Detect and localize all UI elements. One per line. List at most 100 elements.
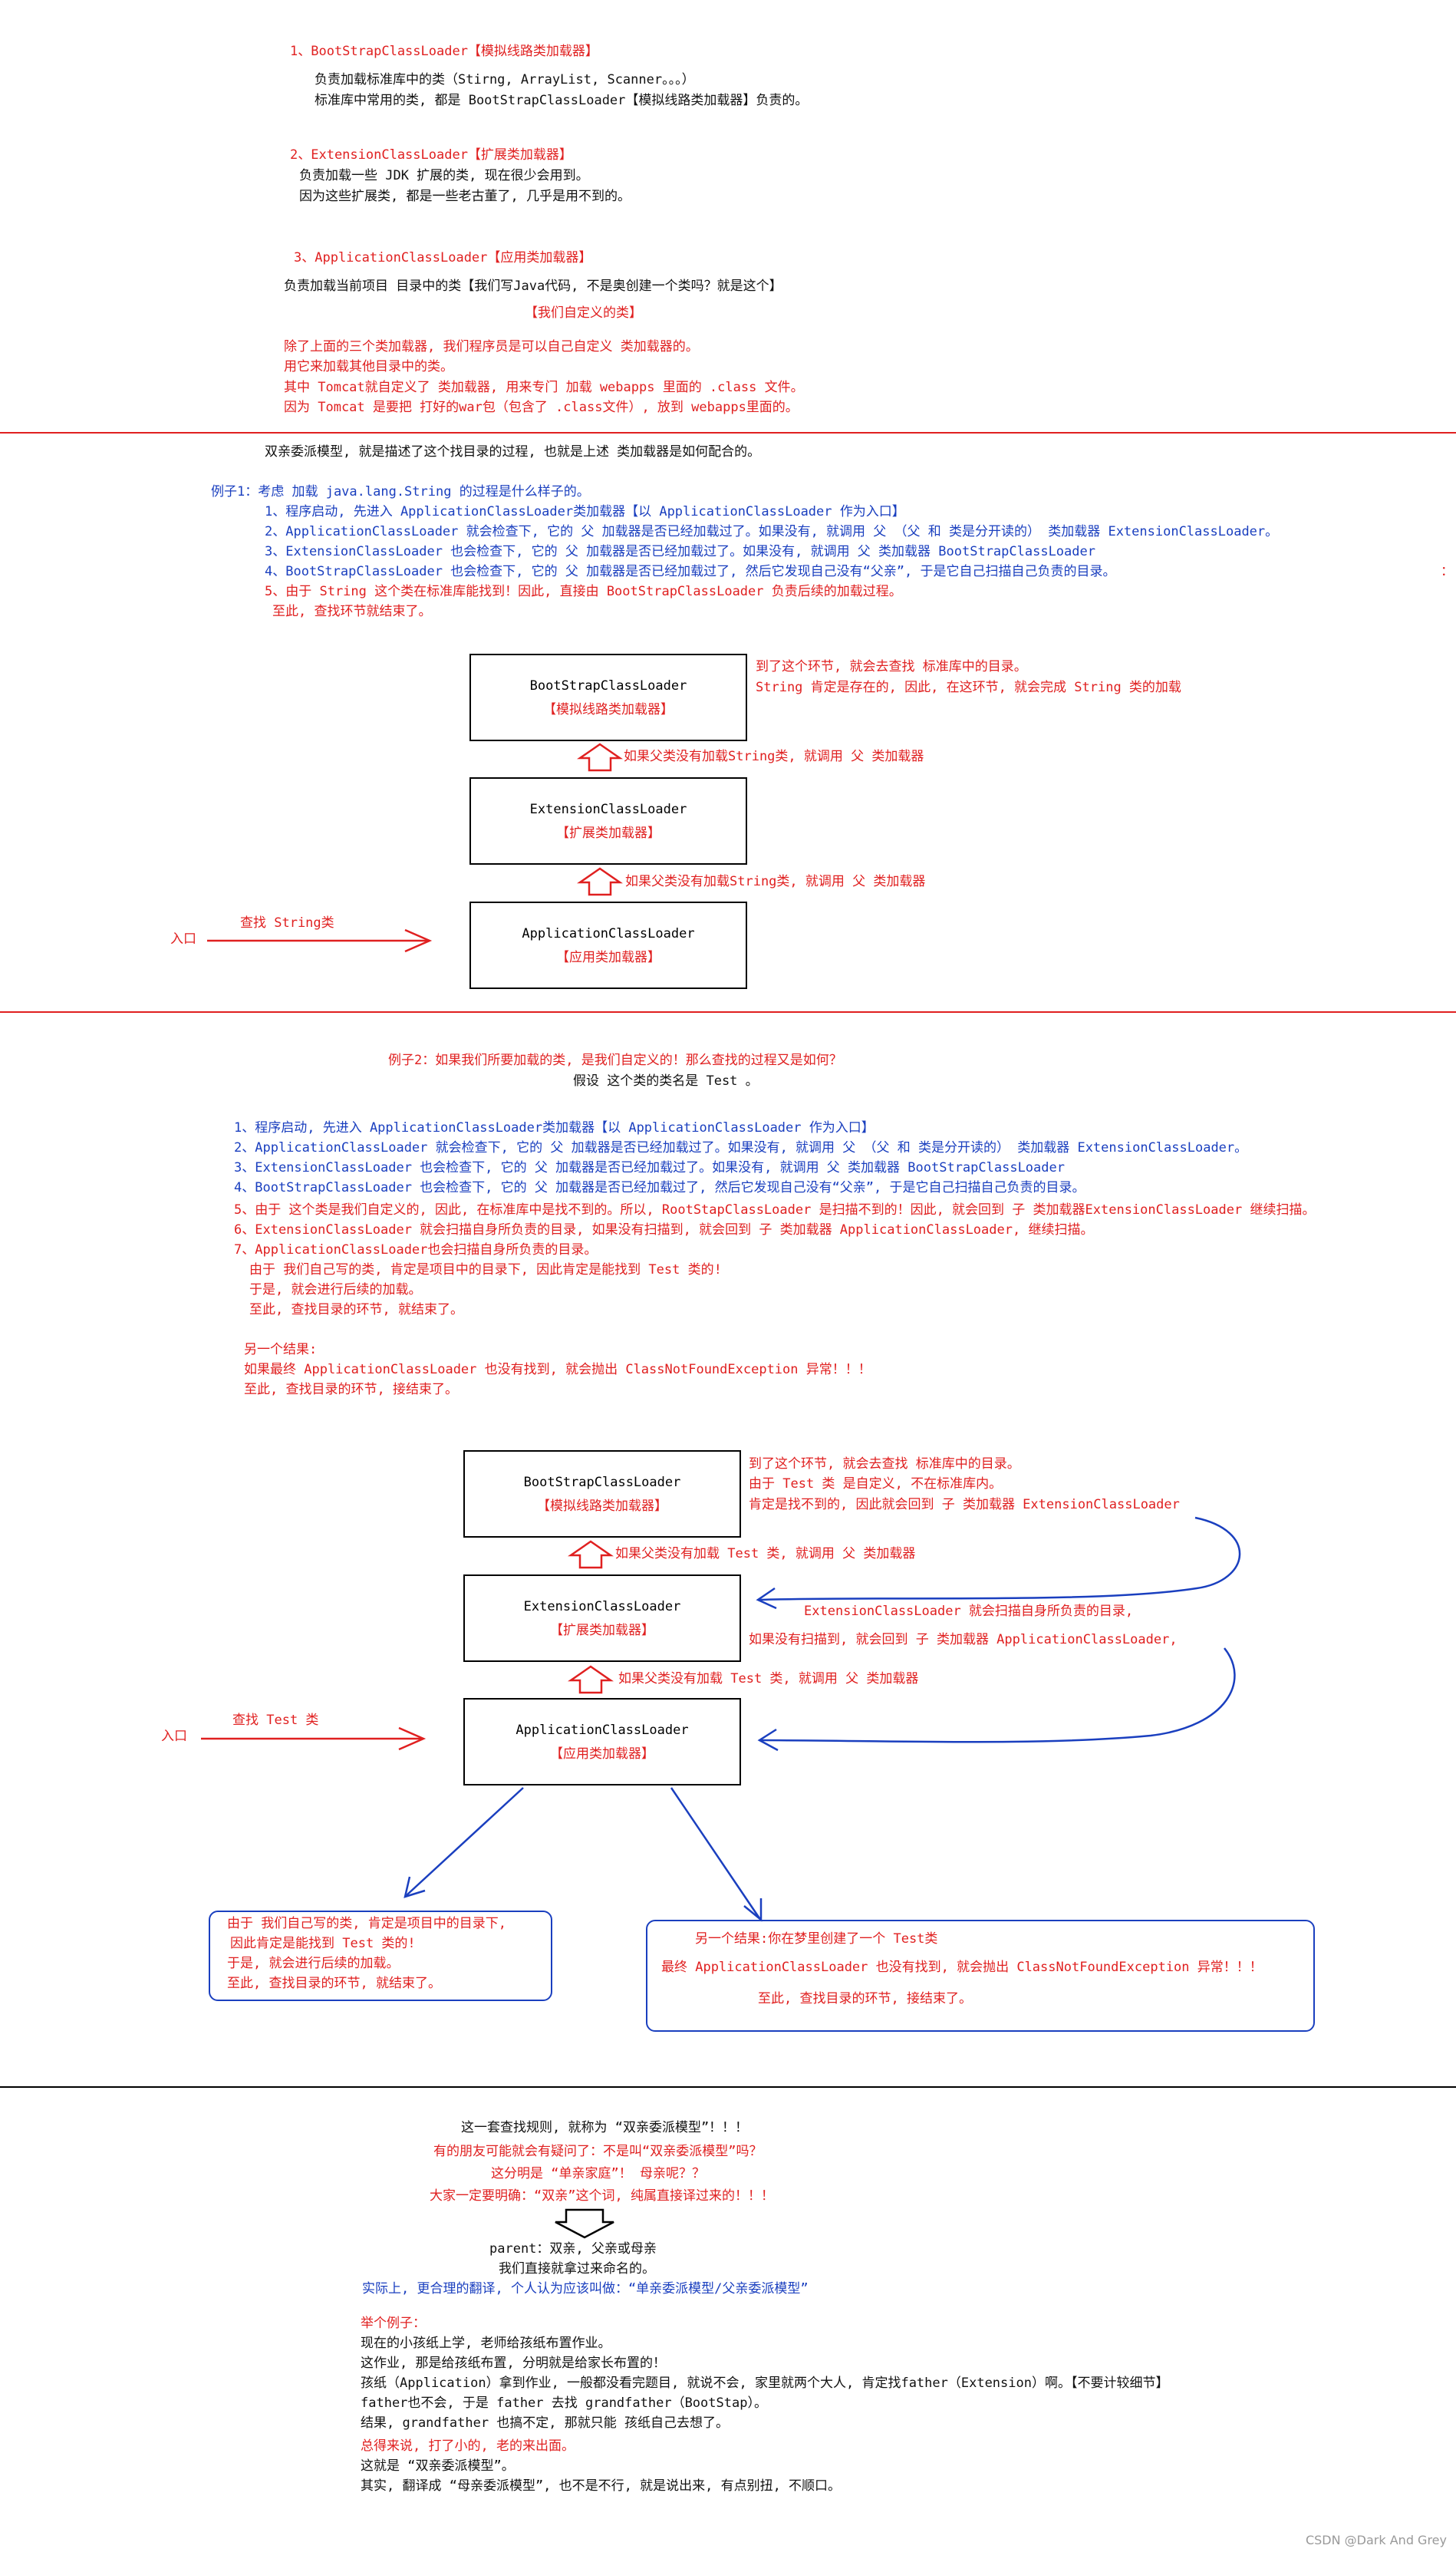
ex2-application-box: ApplicationClassLoader 【应用类加载器】	[463, 1698, 741, 1785]
branch-right-head	[743, 1898, 763, 1922]
ex2-step-7: 7、ApplicationClassLoader也会扫描自身所负责的目录。	[234, 1242, 598, 1258]
ex1-step-5: 5、由于 String 这个类在标准库能找到！因此, 直接由 BootStrap…	[265, 584, 902, 599]
ex1-extension-cn: 【扩展类加载器】	[556, 826, 660, 841]
analogy-10: 这作业, 那是给孩纸布置, 分明就是给家长布置的！	[361, 2356, 666, 2371]
ex2-step-5: 5、由于 这个类是我们自定义的, 因此, 在标准库中是找不到的。所以, Root…	[234, 1202, 1316, 1218]
branch-left	[406, 1787, 524, 1896]
ex1-note-2: String 肯定是存在的, 因此, 在这环节, 就会完成 String 类的加…	[756, 680, 1181, 695]
custom-loader-2: 用它来加载其他目录中的类。	[284, 359, 453, 374]
return-curve-2	[759, 1647, 1236, 1743]
ex1-find-label: 查找 String类	[240, 915, 334, 931]
analogy-6: 我们直接就拿过来命名的。	[499, 2261, 655, 2277]
notfound-result-3: 至此, 查找目录的环节, 接结束了。	[758, 1991, 972, 2006]
analogy-11: 孩纸（Application）拿到作业, 一般都没看完题目, 就说不会, 家里就…	[361, 2376, 1169, 2391]
ex2-note-5: 如果没有扫描到, 就会回到 子 类加载器 ApplicationClassLoa…	[749, 1632, 1178, 1647]
ex2-extension-name: ExtensionClassLoader	[523, 1599, 681, 1614]
bootstrap-desc-2: 标准库中常用的类, 都是 BootStrapClassLoader【模拟线路类加…	[315, 93, 809, 108]
return-curve-1	[759, 1516, 1241, 1601]
ex2-step-1: 1、程序启动, 先进入 ApplicationClassLoader类加载器【以…	[234, 1120, 875, 1136]
ex2-extension-box: ExtensionClassLoader 【扩展类加载器】	[463, 1574, 741, 1662]
bootstrap-desc-1: 负责加载标准库中的类（Stirng, ArrayList, Scanner。。。…	[315, 72, 695, 87]
divider-1	[0, 432, 1456, 434]
custom-loader-1: 除了上面的三个类加载器, 我们程序员是可以自己自定义 类加载器的。	[284, 339, 699, 354]
ex2-bootstrap-cn: 【模拟线路类加载器】	[537, 1499, 667, 1514]
custom-loader-3: 其中 Tomcat就自定义了 类加载器, 用来专门 加载 webapps 里面的…	[284, 380, 804, 395]
notfound-result-box	[646, 1920, 1315, 2032]
ex1-entry-label: 入口	[170, 931, 196, 947]
ex2-bootstrap-box: BootStrapClassLoader 【模拟线路类加载器】	[463, 1450, 741, 1538]
ex2-step-9: 于是, 就会进行后续的加载。	[249, 1282, 422, 1297]
analogy-4: 大家一定要明确：“双亲”这个词, 纯属直接译过来的！！！	[430, 2188, 774, 2204]
custom-loader-4: 因为 Tomcat 是要把 打好的war包（包含了 .class文件）, 放到 …	[284, 400, 799, 415]
analogy-13: 结果, grandfather 也搞不定, 那就只能 孩纸自己去想了。	[361, 2415, 729, 2431]
model-intro: 双亲委派模型, 就是描述了这个找目录的过程, 也就是上述 类加载器是如何配合的。	[265, 444, 761, 460]
down-arrow	[555, 2208, 614, 2239]
extension-desc-2: 因为这些扩展类, 都是一些老古董了, 几乎是用不到的。	[299, 189, 631, 204]
ex2-step-10: 至此, 查找目录的环节, 就结束了。	[249, 1302, 463, 1317]
watermark: CSDN @Dark And Grey	[1305, 2533, 1447, 2547]
ex1-extension-name: ExtensionClassLoader	[529, 802, 687, 817]
example2-subtitle: 假设 这个类的类名是 Test 。	[573, 1073, 759, 1089]
found-result-2: 因此肯定是能找到 Test 类的!	[230, 1936, 416, 1951]
analogy-14: 总得来说, 打了小的, 老的来出面。	[361, 2438, 575, 2454]
ex2-application-cn: 【应用类加载器】	[550, 1746, 654, 1762]
found-result-3: 于是, 就会进行后续的加载。	[227, 1956, 400, 1971]
branch-right	[670, 1787, 761, 1919]
ex1-bootstrap-name: BootStrapClassLoader	[529, 678, 687, 694]
analogy-16: 其实, 翻译成 “母亲委派模型”, 也不是不行, 就是说出来, 有点别扭, 不顺…	[361, 2478, 842, 2494]
extension-desc-1: 负责加载一些 JDK 扩展的类, 现在很少会用到。	[299, 168, 589, 183]
application-desc-2: 【我们自定义的类】	[525, 305, 642, 321]
analogy-7: 实际上, 更合理的翻译, 个人认为应该叫做：“单亲委派模型/父亲委派模型”	[362, 2281, 809, 2296]
ex2-note-1: 到了这个环节, 就会去查找 标准库中的目录。	[749, 1456, 1020, 1472]
ex1-application-cn: 【应用类加载器】	[556, 950, 660, 965]
notfound-result-1: 另一个结果:你在梦里创建了一个 Test类	[695, 1931, 938, 1947]
ex2-up-label-1: 如果父类没有加载 Test 类, 就调用 父 类加载器	[615, 1546, 916, 1561]
ex2-step-2: 2、ApplicationClassLoader 就会检查下, 它的 父 加载器…	[234, 1140, 1248, 1156]
ex1-up-label-2: 如果父类没有加载String类, 就调用 父 类加载器	[625, 874, 926, 889]
ex2-step-3: 3、ExtensionClassLoader 也会检查下, 它的 父 加载器是否…	[234, 1160, 1065, 1175]
ex1-step-2: 2、ApplicationClassLoader 就会检查下, 它的 父 加载器…	[265, 524, 1279, 539]
divider-2	[0, 1011, 1456, 1013]
analogy-12: father也不会, 于是 father 去找 grandfather（Boot…	[361, 2395, 767, 2411]
ex2-entry-label: 入口	[161, 1729, 187, 1744]
ex1-up-arrow-2	[576, 867, 624, 896]
ex1-step-3: 3、ExtensionClassLoader 也会检查下, 它的 父 加载器是否…	[265, 544, 1095, 559]
ex1-bootstrap-cn: 【模拟线路类加载器】	[543, 702, 674, 717]
ex2-note-3: 肯定是找不到的, 因此就会回到 子 类加载器 ExtensionClassLoa…	[749, 1497, 1180, 1512]
analogy-1: 这一套查找规则, 就称为 “双亲委派模型”！！！	[461, 2120, 749, 2135]
found-result-4: 至此, 查找目录的环节, 就结束了。	[227, 1976, 441, 1991]
ex1-step-1: 1、程序启动, 先进入 ApplicationClassLoader类加载器【以…	[265, 504, 905, 519]
ex1-step-4: 4、BootStrapClassLoader 也会检查下, 它的 父 加载器是否…	[265, 564, 1116, 579]
analogy-8: 举个例子：	[361, 2316, 426, 2331]
stray-mark: ：	[1441, 564, 1454, 579]
ex2-up-arrow-2	[567, 1665, 614, 1694]
ex2-up-arrow-1	[567, 1540, 614, 1569]
ex1-application-box: ApplicationClassLoader 【应用类加载器】	[469, 902, 747, 989]
ex1-note-1: 到了这个环节, 就会去查找 标准库中的目录。	[756, 659, 1027, 674]
ex2-up-label-2: 如果父类没有加载 Test 类, 就调用 父 类加载器	[618, 1671, 919, 1686]
divider-3	[0, 2086, 1456, 2088]
branch-left-head	[404, 1876, 426, 1898]
ex2-other-3: 至此, 查找目录的环节, 接结束了。	[244, 1382, 458, 1397]
ex2-application-name: ApplicationClassLoader	[516, 1723, 689, 1738]
ex1-up-label-1: 如果父类没有加载String类, 就调用 父 类加载器	[624, 749, 924, 764]
application-desc-1: 负责加载当前项目 目录中的类【我们写Java代码, 不是奥创建一个类吗？就是这个…	[284, 279, 782, 294]
ex2-entry-arrowhead	[398, 1726, 427, 1751]
bootstrap-heading: 1、BootStrapClassLoader【模拟线路类加载器】	[290, 44, 598, 59]
ex2-step-4: 4、BootStrapClassLoader 也会检查下, 它的 父 加载器是否…	[234, 1180, 1085, 1195]
ex2-note-2: 由于 Test 类 是自定义, 不在标准库内。	[749, 1476, 1003, 1492]
analogy-15: 这就是 “双亲委派模型”。	[361, 2458, 515, 2474]
ex2-other-2: 如果最终 ApplicationClassLoader 也没有找到, 就会抛出 …	[244, 1362, 871, 1377]
ex2-step-6: 6、ExtensionClassLoader 就会扫描自身所负责的目录, 如果没…	[234, 1222, 1094, 1238]
found-result-box	[209, 1911, 552, 2001]
return-curve-1-head	[756, 1587, 777, 1610]
example1-title: 例子1：考虑 加载 java.lang.String 的过程是什么样子的。	[211, 484, 590, 500]
ex2-note-4: ExtensionClassLoader 就会扫描自身所负责的目录,	[804, 1604, 1134, 1619]
ex1-entry-arrowhead	[404, 928, 433, 953]
ex2-extension-cn: 【扩展类加载器】	[550, 1623, 654, 1638]
found-result-1: 由于 我们自己写的类, 肯定是项目中的目录下,	[227, 1916, 506, 1931]
ex1-extension-box: ExtensionClassLoader 【扩展类加载器】	[469, 777, 747, 865]
notfound-result-2: 最终 ApplicationClassLoader 也没有找到, 就会抛出 Cl…	[661, 1960, 1263, 1975]
ex1-up-arrow-1	[576, 743, 624, 772]
